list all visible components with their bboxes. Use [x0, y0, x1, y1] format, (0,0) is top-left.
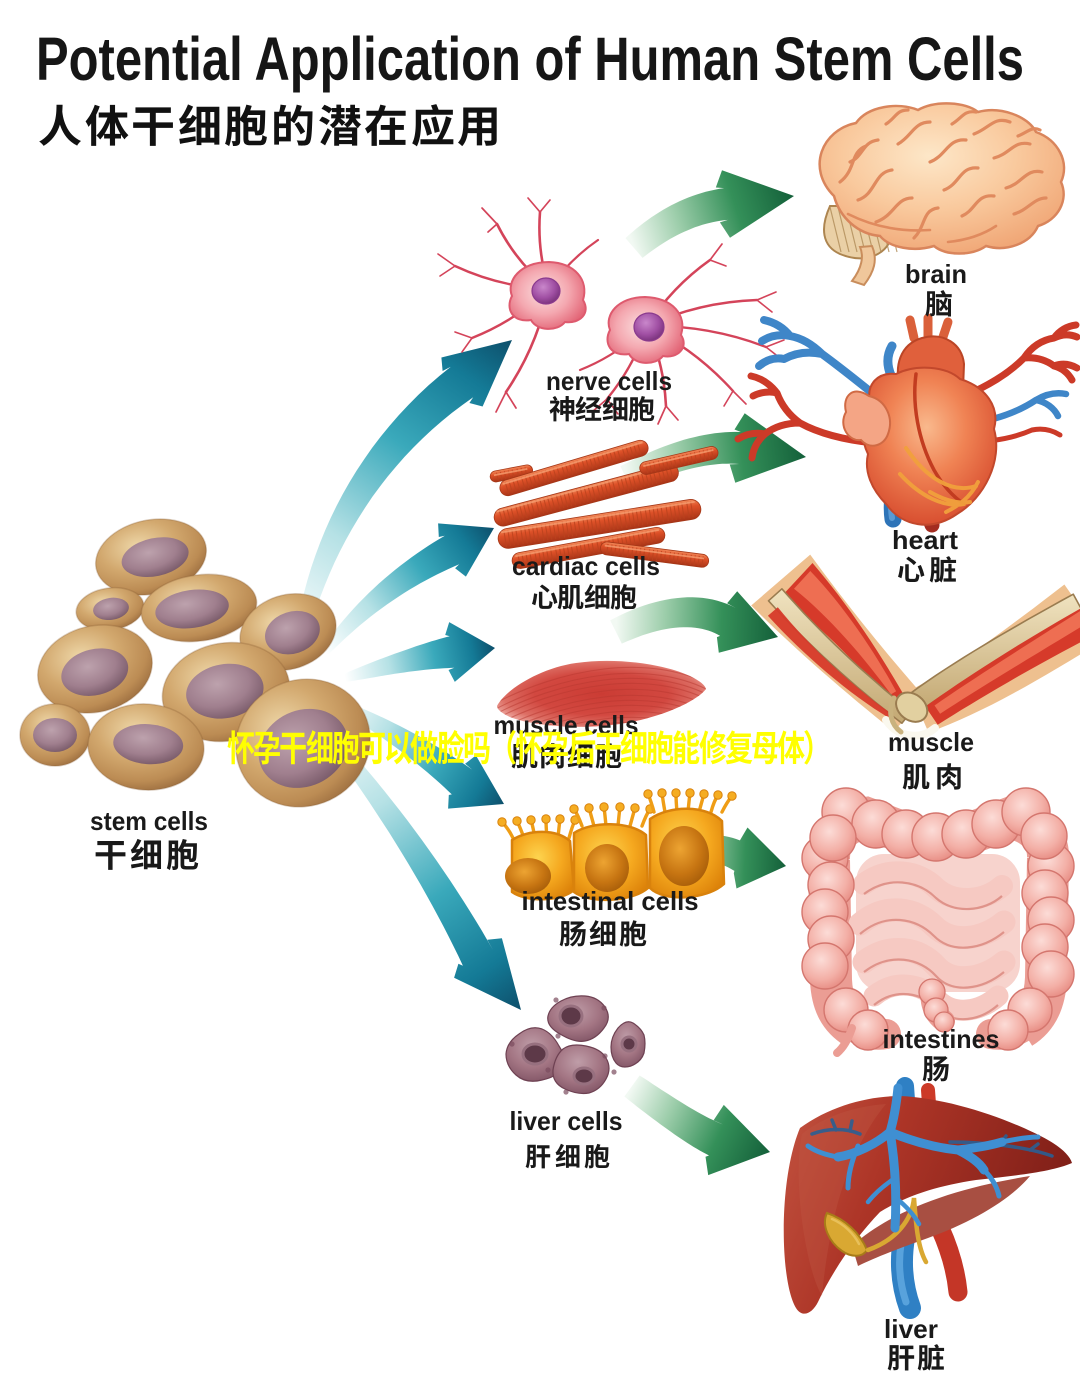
- svg-text:liver: liver: [884, 1314, 938, 1344]
- svg-text:Potential Application of Human: Potential Application of Human Stem Cell…: [36, 25, 1024, 93]
- svg-text:stem cells: stem cells: [90, 806, 208, 836]
- svg-text:nerve cells: nerve cells: [546, 366, 672, 396]
- svg-text:heart: heart: [892, 525, 958, 555]
- svg-text:intestinal cells: intestinal cells: [522, 886, 699, 916]
- svg-text:liver cells: liver cells: [510, 1106, 623, 1136]
- svg-text:muscle: muscle: [888, 727, 974, 757]
- svg-text:intestines: intestines: [883, 1024, 1000, 1054]
- svg-text:cardiac cells: cardiac cells: [512, 551, 660, 581]
- svg-text:brain: brain: [905, 259, 967, 289]
